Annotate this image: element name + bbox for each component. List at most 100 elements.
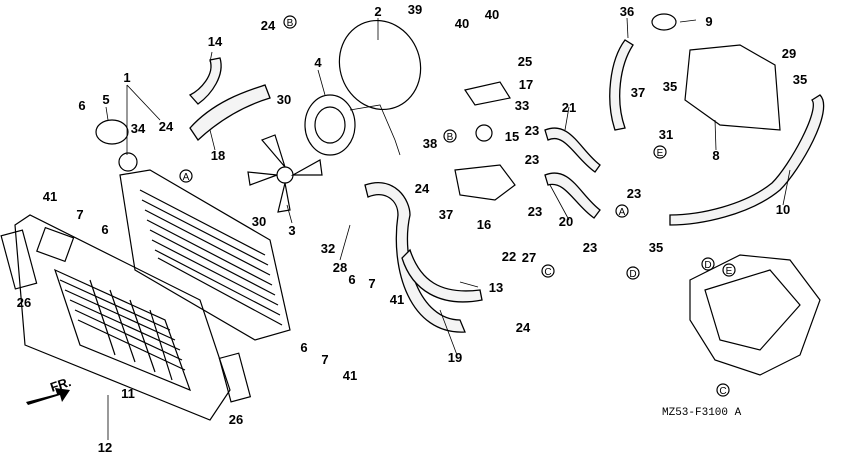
label-6a: 6 [78,98,85,113]
hose-10 [669,94,825,226]
label-23b: 23 [528,204,542,219]
label-31: 31 [659,127,673,142]
label-37a: 37 [631,85,645,100]
label-30a: 30 [277,92,291,107]
label-7b: 7 [368,276,375,291]
radiator [118,152,291,341]
label-41b: 41 [390,292,404,307]
label-1: 1 [123,70,130,85]
label-24d: 24 [516,320,531,335]
label-10: 10 [776,202,790,217]
label-19: 19 [448,350,462,365]
label-6b: 6 [101,222,108,237]
label-13: 13 [489,280,503,295]
side-pad-left [0,229,38,290]
hose-21 [544,127,601,173]
hose-36 [609,39,634,131]
hose-14 [188,57,222,105]
label-26b: 26 [229,412,243,427]
label-3: 3 [288,223,295,238]
front-direction-label: FR. [48,374,73,395]
label-18: 18 [211,148,225,163]
svg-text:C: C [544,267,551,278]
side-pad-right [218,352,252,403]
thermostat-cover [464,81,511,106]
label-17: 17 [519,77,533,92]
ref-A1: A [179,169,193,183]
label-20: 20 [559,214,573,229]
hose-20 [544,172,601,219]
ref-A2: A [615,204,629,218]
ref-B1: B [283,15,297,29]
label-24a: 24 [261,18,276,33]
engine [689,254,821,376]
ref-C1: C [541,264,555,278]
label-40b: 40 [485,7,499,22]
svg-text:A: A [619,207,626,218]
svg-text:A: A [183,172,190,183]
label-33: 33 [515,98,529,113]
label-40a: 40 [455,16,469,31]
reserve-tank [684,44,781,131]
label-41c: 41 [343,368,357,383]
radiator-shroud [14,214,231,421]
label-22: 22 [502,249,516,264]
ref-E1: E [653,145,667,159]
label-38: 38 [423,136,437,151]
label-4: 4 [314,55,322,70]
label-24c: 24 [415,181,430,196]
label-7a: 7 [76,207,83,222]
hose-18 [189,84,271,141]
label-16: 16 [477,217,491,232]
label-23d: 23 [583,240,597,255]
label-23c: 23 [627,186,641,201]
svg-text:E: E [657,148,664,159]
hose-13 [401,248,483,303]
label-21: 21 [562,100,576,115]
ref-D2: D [701,257,715,271]
side-pad-top [36,226,75,263]
label-29: 29 [782,46,796,61]
label-12: 12 [98,440,112,455]
label-35a: 35 [663,79,677,94]
label-32: 32 [321,241,335,256]
svg-text:B: B [447,132,454,143]
label-34: 34 [131,121,146,136]
label-14: 14 [208,34,223,49]
label-11: 11 [121,386,135,401]
fan-shroud [338,19,422,111]
fan-motor [304,94,401,156]
label-35b: 35 [793,72,807,87]
label-27: 27 [522,250,536,265]
svg-text:E: E [726,266,733,277]
front-direction-arrow [26,388,70,405]
diagram-code: MZ53-F3100 A [662,407,742,419]
label-24b: 24 [159,119,174,134]
label-35c: 35 [649,240,663,255]
svg-text:B: B [287,18,294,29]
cooling-fan [247,134,323,213]
label-6d: 6 [300,340,307,355]
label-26a: 26 [17,295,31,310]
label-8: 8 [712,148,719,163]
label-39: 39 [408,2,422,17]
label-7c: 7 [321,352,328,367]
label-23a: 23 [525,123,539,138]
svg-text:C: C [719,386,726,397]
label-9: 9 [705,14,712,29]
thermostat-housing [454,164,516,201]
label-2: 2 [374,4,381,19]
label-36: 36 [620,4,634,19]
thermostat [475,124,493,142]
label-37b: 37 [439,207,453,222]
label-15: 15 [505,129,519,144]
ref-C2: C [716,383,730,397]
svg-text:D: D [704,260,711,271]
hose-19 [364,182,466,333]
label-25: 25 [518,54,532,69]
label-5: 5 [102,92,109,107]
svg-text:D: D [629,269,636,280]
label-6c: 6 [348,272,355,287]
leader-lines [105,17,791,440]
